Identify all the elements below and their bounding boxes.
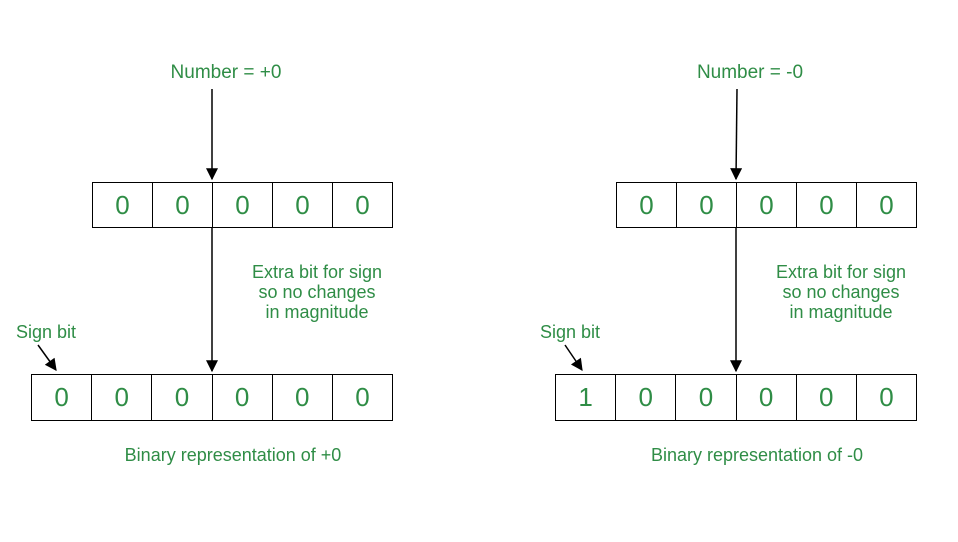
sign-bit-label: Sign bit bbox=[16, 322, 77, 342]
bit-cell: 0 bbox=[331, 375, 392, 420]
diagram-minus-zero: Number = -0 0 0 0 0 0 Extra bit for sign… bbox=[524, 0, 958, 542]
bit-cell: 0 bbox=[115, 189, 130, 220]
sign-bit-cell: 1 bbox=[578, 382, 593, 412]
magnitude-bit-row: 0 0 0 0 0 bbox=[616, 182, 917, 228]
extra-bit-note-line: so no changes bbox=[258, 282, 376, 302]
arrow-layer bbox=[564, 88, 743, 373]
signed-bit-row: 0 0 0 0 0 0 bbox=[31, 374, 393, 421]
bit-cell: 0 bbox=[152, 183, 212, 227]
bit-cell: 0 bbox=[675, 375, 735, 420]
arrow-layer bbox=[37, 89, 218, 373]
bit-cell: 0 bbox=[736, 183, 796, 227]
signed-bit-row: 1 0 0 0 0 0 bbox=[555, 374, 917, 421]
arrow-sign-bit-pointer bbox=[37, 344, 57, 371]
bit-cell: 0 bbox=[212, 183, 272, 227]
arrow-sign-bit-pointer bbox=[564, 344, 583, 371]
bit-cell: 0 bbox=[676, 183, 736, 227]
extra-bit-note: Extra bit for sign so no changes in magn… bbox=[766, 262, 916, 322]
diagram-plus-zero: Number = +0 0 0 0 0 0 Extra bit for sign… bbox=[0, 0, 470, 542]
bit-cell: 0 bbox=[332, 183, 392, 227]
extra-bit-note-line: Extra bit for sign bbox=[251, 262, 383, 282]
bit-cell: 0 bbox=[91, 375, 151, 420]
extra-bit-note-line: in magnitude bbox=[265, 302, 369, 322]
bit-cell: 0 bbox=[639, 189, 654, 220]
bit-cell: 0 bbox=[796, 183, 856, 227]
bit-cell: 0 bbox=[795, 375, 856, 420]
extra-bit-note-line: so no changes bbox=[782, 282, 900, 302]
bit-cell: 0 bbox=[735, 375, 796, 420]
magnitude-bit-row: 0 0 0 0 0 bbox=[92, 182, 393, 228]
bit-cell: 0 bbox=[855, 375, 916, 420]
arrow-number-to-magnitude bbox=[730, 88, 743, 181]
bit-cell: 0 bbox=[271, 375, 332, 420]
bit-cell: 0 bbox=[615, 375, 675, 420]
binary-representation-caption: Binary representation of -0 bbox=[650, 445, 864, 465]
binary-representation-caption: Binary representation of +0 bbox=[124, 445, 342, 465]
bit-cell: 0 bbox=[211, 375, 272, 420]
sign-bit-cell: 0 bbox=[54, 382, 69, 412]
extra-bit-note-line: in magnitude bbox=[789, 302, 893, 322]
extra-bit-note: Extra bit for sign so no changes in magn… bbox=[242, 262, 392, 322]
sign-bit-label: Sign bit bbox=[540, 322, 601, 342]
bit-cell: 0 bbox=[272, 183, 332, 227]
bit-cell: 0 bbox=[856, 183, 916, 227]
number-label: Number = -0 bbox=[696, 62, 804, 83]
number-label: Number = +0 bbox=[170, 62, 282, 83]
extra-bit-note-line: Extra bit for sign bbox=[775, 262, 907, 282]
bit-cell: 0 bbox=[151, 375, 211, 420]
